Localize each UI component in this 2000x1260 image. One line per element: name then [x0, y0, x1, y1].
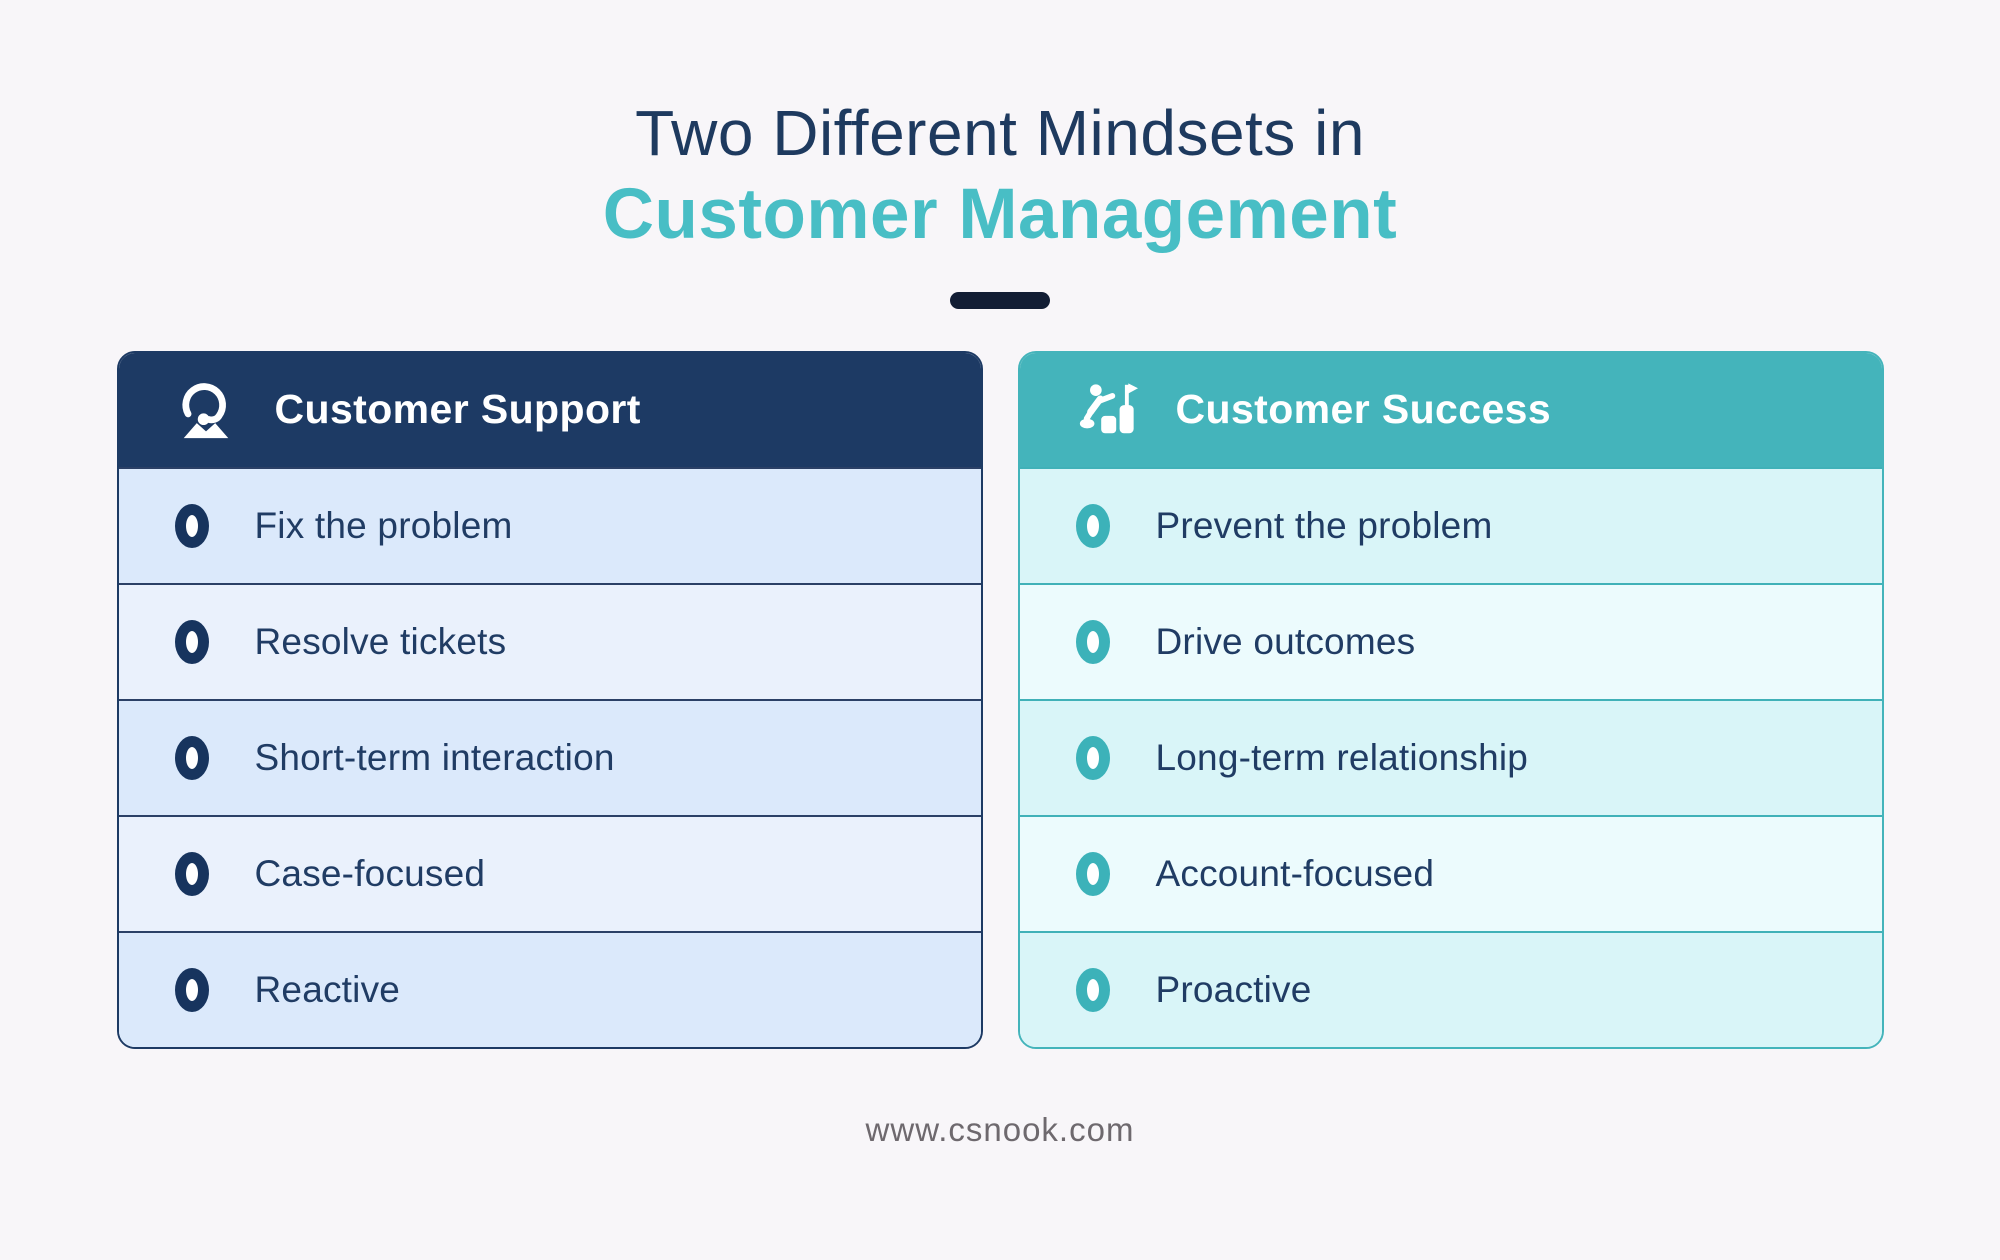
ring-bullet-icon [174, 503, 209, 548]
ring-bullet-icon [174, 619, 209, 664]
support-item-label: Fix the problem [254, 504, 513, 546]
ring-bullet-icon [1075, 619, 1110, 664]
comparison-cards: Customer Support Fix the problem Resolve… [0, 350, 2000, 1049]
success-list-item: Drive outcomes [1019, 582, 1882, 699]
success-list-item: Long-term relationship [1019, 698, 1882, 815]
title-block: Two Different Mindsets in Customer Manag… [0, 0, 2000, 309]
ring-bullet-icon [1075, 851, 1110, 896]
support-list-item: Case-focused [118, 814, 981, 931]
customer-support-card: Customer Support Fix the problem Resolve… [116, 350, 983, 1049]
ring-bullet-icon [1075, 503, 1110, 548]
success-list-item: Account-focused [1019, 814, 1882, 931]
customer-success-card: Customer Success Prevent the problem Dri… [1017, 350, 1884, 1049]
support-agent-headset-icon [175, 379, 237, 441]
support-item-label: Resolve tickets [254, 620, 507, 662]
page-title-line-1: Two Different Mindsets in [635, 97, 1365, 169]
ring-bullet-icon [1075, 735, 1110, 780]
ring-bullet-icon [1075, 967, 1110, 1012]
success-item-label: Drive outcomes [1155, 620, 1416, 662]
customer-success-header: Customer Success [1019, 352, 1882, 467]
support-item-label: Case-focused [254, 852, 486, 894]
page-title-line-2: Customer Management [602, 174, 1398, 254]
support-item-label: Short-term interaction [254, 736, 615, 778]
success-item-label: Proactive [1155, 968, 1312, 1010]
customer-support-header: Customer Support [118, 352, 981, 467]
support-item-label: Reactive [254, 968, 401, 1010]
customer-success-list: Prevent the problem Drive outcomes Long-… [1019, 466, 1882, 1047]
success-list-item: Prevent the problem [1019, 466, 1882, 583]
customer-support-title: Customer Support [274, 386, 641, 433]
person-climbing-to-flag-icon [1076, 379, 1138, 441]
ring-bullet-icon [174, 851, 209, 896]
customer-success-title: Customer Success [1175, 386, 1552, 433]
success-item-label: Prevent the problem [1155, 504, 1493, 546]
support-list-item: Resolve tickets [118, 582, 981, 699]
customer-support-list: Fix the problem Resolve tickets Short-te… [118, 466, 981, 1047]
website-url: www.csnook.com [865, 1110, 1135, 1148]
success-item-label: Account-focused [1155, 852, 1435, 894]
success-list-item: Proactive [1019, 930, 1882, 1047]
success-item-label: Long-term relationship [1155, 736, 1529, 778]
support-list-item: Fix the problem [118, 466, 981, 583]
title-underline-dash [950, 291, 1050, 309]
support-list-item: Reactive [118, 930, 981, 1047]
ring-bullet-icon [174, 735, 209, 780]
support-list-item: Short-term interaction [118, 698, 981, 815]
ring-bullet-icon [174, 967, 209, 1012]
